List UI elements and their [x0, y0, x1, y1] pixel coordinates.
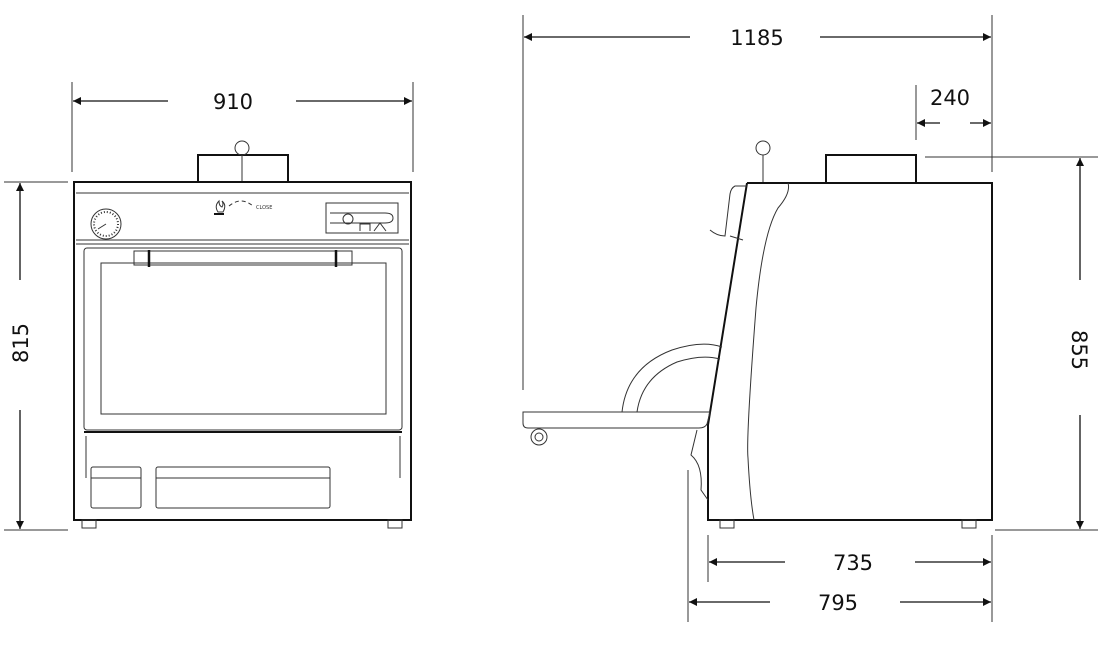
ash-drawer-large: [155, 466, 331, 509]
damper-knob: [755, 140, 771, 156]
door-handle: [133, 250, 353, 266]
ash-tray-extended: [522, 411, 711, 429]
oven-body-side: [707, 182, 993, 521]
dimension-height-815: 815: [4, 181, 68, 531]
tray-wheel: [530, 428, 548, 446]
dimension-depth-735: 735: [707, 535, 993, 622]
dimension-label: 795: [818, 591, 858, 615]
dimension-label: 910: [213, 90, 253, 114]
ash-drawer-small: [90, 466, 142, 509]
door-arc: [621, 343, 723, 413]
dimension-label: 240: [930, 86, 970, 110]
door-window: [100, 262, 387, 415]
dimension-width-910: 910: [71, 82, 414, 172]
damper-knob: [234, 140, 250, 156]
dimension-depth-1185: 1185: [522, 15, 993, 390]
dimension-offset-240: 240: [915, 85, 991, 140]
dimension-label: 855: [1067, 330, 1091, 370]
chimney-box: [197, 154, 289, 183]
brand-logo: [325, 202, 399, 234]
foot: [387, 519, 403, 529]
oven-body: [73, 181, 412, 521]
chimney-box: [825, 154, 917, 184]
dimension-height-855: 855: [925, 156, 1098, 531]
thermometer-gauge-icon: [90, 208, 122, 240]
dimension-label: 735: [833, 551, 873, 575]
side-view: [522, 140, 993, 529]
damper-close-label: CLOSE: [256, 205, 272, 211]
foot: [719, 519, 735, 529]
oven-door: [83, 247, 403, 431]
dimension-depth-795: 795: [687, 470, 991, 622]
dimension-label: 1185: [730, 26, 783, 50]
front-view: CLOSE: [73, 140, 412, 529]
foot: [81, 519, 97, 529]
flame-icon: [214, 199, 254, 215]
foot: [961, 519, 977, 529]
dimension-label: 815: [9, 323, 33, 363]
